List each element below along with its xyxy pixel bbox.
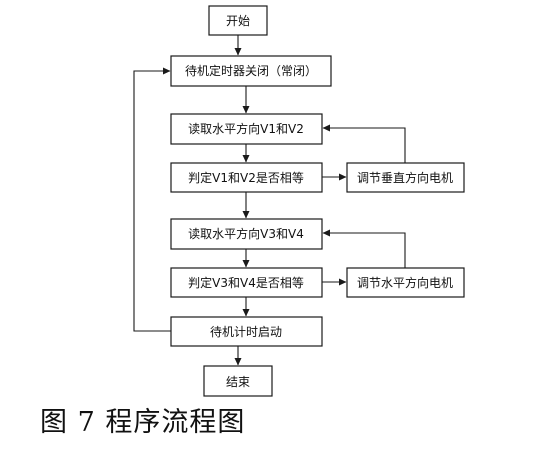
arrow-timer-start-loop-to-timer-off bbox=[133, 67, 171, 332]
node-adjust-horizontal-label: 调节水平方向电机 bbox=[357, 275, 453, 290]
node-timer-off: 待机定时器关闭（常闭） bbox=[170, 55, 332, 87]
node-judge-v1v2: 判定V1和V2是否相等 bbox=[170, 162, 323, 193]
node-adjust-vertical: 调节垂直方向电机 bbox=[346, 162, 465, 193]
figure-caption: 图 7 程序流程图 bbox=[40, 407, 246, 438]
node-timer-start-label: 待机计时启动 bbox=[210, 325, 282, 339]
node-judge-v1v2-label: 判定V1和V2是否相等 bbox=[188, 170, 304, 185]
node-timer-start: 待机计时启动 bbox=[170, 316, 323, 347]
node-read-v3v4-label: 读取水平方向V3和V4 bbox=[188, 226, 304, 241]
node-adjust-horizontal: 调节水平方向电机 bbox=[346, 267, 465, 298]
node-end-label: 结束 bbox=[226, 375, 250, 389]
node-read-v1v2-label: 读取水平方向V1和V2 bbox=[188, 121, 304, 136]
node-read-v3v4: 读取水平方向V3和V4 bbox=[170, 218, 323, 250]
arrow-adjust-horizontal-to-read-v3v4 bbox=[322, 229, 406, 268]
node-start-label: 开始 bbox=[226, 14, 250, 28]
node-end: 结束 bbox=[203, 365, 273, 397]
node-judge-v3v4: 判定V3和V4是否相等 bbox=[170, 267, 323, 298]
arrow-adjust-vertical-to-read-v1v2 bbox=[322, 124, 406, 163]
node-start: 开始 bbox=[208, 5, 268, 36]
flowchart-diagram: 开始 待机定时器关闭（常闭） 读取水平方向V1和V2 判定V1和V2是否相等 调… bbox=[133, 5, 465, 397]
node-judge-v3v4-label: 判定V3和V4是否相等 bbox=[188, 275, 304, 290]
node-adjust-vertical-label: 调节垂直方向电机 bbox=[357, 170, 453, 185]
node-read-v1v2: 读取水平方向V1和V2 bbox=[170, 113, 323, 145]
node-timer-off-label: 待机定时器关闭（常闭） bbox=[185, 63, 317, 78]
